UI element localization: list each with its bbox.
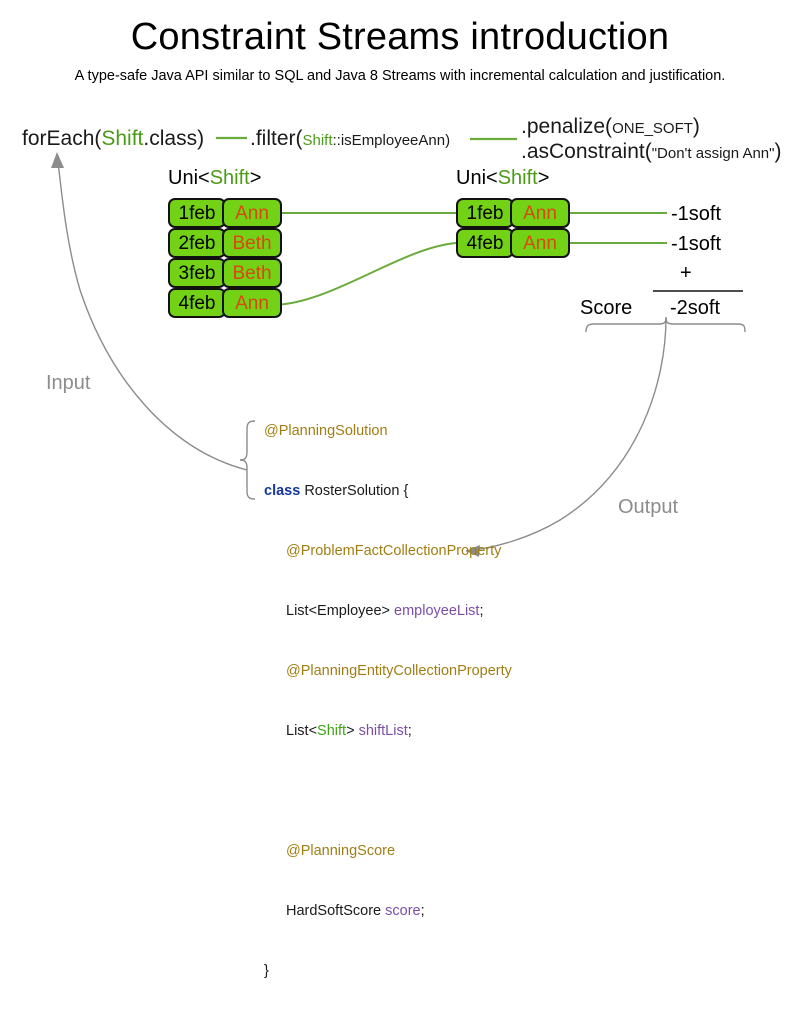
uni-right-type: Shift xyxy=(497,167,538,189)
api-foreach-tail: .class) xyxy=(143,127,205,150)
tuple-employee: Ann xyxy=(222,198,282,228)
code-line-1: class RosterSolution { xyxy=(264,481,512,501)
uni-right-prefix: Uni< xyxy=(456,167,498,189)
tuple-employee: Ann xyxy=(510,198,570,228)
penalty-value-0: -1soft xyxy=(671,203,722,225)
code-field: employeeList xyxy=(394,603,480,619)
api-filter[interactable]: .filter(Shift::isEmployeeAnn) xyxy=(250,127,450,151)
code-text: RosterSolution { xyxy=(300,483,409,499)
tuple-date: 2feb xyxy=(168,228,226,258)
uni-right-suffix: > xyxy=(537,167,550,189)
tuple-date: 4feb xyxy=(168,288,226,318)
penalty-value-1: -1soft xyxy=(671,233,722,255)
tuple-date: 3feb xyxy=(168,258,226,288)
input-arrowhead xyxy=(51,152,64,168)
api-filter-arg: Shift xyxy=(302,132,333,149)
code-line-0: @PlanningSolution xyxy=(264,421,512,441)
code-line-6-blank xyxy=(264,781,512,801)
code-annotation: @PlanningSolution xyxy=(264,423,388,439)
page-title: Constraint Streams introduction xyxy=(130,16,670,58)
tuple-employee: Beth xyxy=(222,258,282,288)
code-annotation: @PlanningScore xyxy=(286,843,396,859)
tuple-date: 1feb xyxy=(456,198,514,228)
input-label: Input xyxy=(46,372,91,394)
api-foreach-type: Shift xyxy=(101,127,144,150)
code-text: ; xyxy=(479,603,484,619)
api-penalize-method: .penalize( xyxy=(521,115,613,138)
code-line-9: } xyxy=(264,961,512,981)
uni-label-left: Uni<Shift> xyxy=(168,167,261,190)
uni-label-right: Uni<Shift> xyxy=(456,167,549,190)
diagram-canvas: Constraint Streams introduction A type-s… xyxy=(22,16,781,979)
api-filter-arg-tail: ::isEmployeeAnn) xyxy=(332,132,451,149)
code-block: @PlanningSolution class RosterSolution {… xyxy=(264,381,512,1021)
output-label: Output xyxy=(618,496,679,518)
flow-line-row4 xyxy=(271,242,457,306)
tuple-employee: Ann xyxy=(510,228,570,258)
code-keyword: class xyxy=(264,483,301,499)
code-annotation: @PlanningEntityCollectionProperty xyxy=(286,663,512,679)
api-filter-method: .filter( xyxy=(250,127,303,150)
code-field: shiftList xyxy=(358,723,408,739)
api-penalize-arg: ONE_SOFT xyxy=(612,120,693,137)
api-as-constraint-tail: ) xyxy=(774,140,782,163)
code-field: score xyxy=(385,903,421,919)
api-as-constraint[interactable]: .asConstraint("Don't assign Ann") xyxy=(521,140,781,164)
tuple-employee: Ann xyxy=(222,288,282,318)
code-type: HardSoftScore xyxy=(286,903,386,919)
code-type: List<Employee> xyxy=(286,603,395,619)
api-as-constraint-method: .asConstraint( xyxy=(521,140,652,163)
code-line-7: @PlanningScore xyxy=(264,841,512,861)
code-line-2: @ProblemFactCollectionProperty xyxy=(264,541,512,561)
code-type: > xyxy=(346,723,359,739)
tuple-date: 1feb xyxy=(168,198,226,228)
uni-left-type: Shift xyxy=(209,167,250,189)
code-fields-brace xyxy=(239,420,256,500)
code-annotation: @ProblemFactCollectionProperty xyxy=(286,543,502,559)
score-label: Score xyxy=(580,297,633,319)
sum-rule xyxy=(653,290,743,292)
page-subtitle: A type-safe Java API similar to SQL and … xyxy=(74,68,726,84)
api-foreach-method: forEach( xyxy=(22,127,102,150)
uni-left-suffix: > xyxy=(249,167,262,189)
code-text: ; xyxy=(420,903,425,919)
code-line-8: HardSoftScore score; xyxy=(264,901,512,921)
score-total: -2soft xyxy=(670,297,721,319)
code-text: } xyxy=(264,963,269,979)
sum-operator: + xyxy=(680,262,692,284)
api-penalize[interactable]: .penalize(ONE_SOFT) xyxy=(521,115,700,139)
uni-left-prefix: Uni< xyxy=(168,167,210,189)
tuple-employee: Beth xyxy=(222,228,282,258)
api-as-constraint-arg: "Don't assign Ann" xyxy=(651,145,775,162)
api-foreach[interactable]: forEach(Shift.class) xyxy=(22,127,204,151)
code-text: ; xyxy=(407,723,412,739)
tuple-date: 4feb xyxy=(456,228,514,258)
code-line-5: List<Shift> shiftList; xyxy=(264,721,512,741)
code-line-4: @PlanningEntityCollectionProperty xyxy=(264,661,512,681)
code-type: List< xyxy=(286,723,318,739)
code-line-3: List<Employee> employeeList; xyxy=(264,601,512,621)
code-type-shift: Shift xyxy=(317,723,347,739)
api-penalize-tail: ) xyxy=(692,115,700,138)
